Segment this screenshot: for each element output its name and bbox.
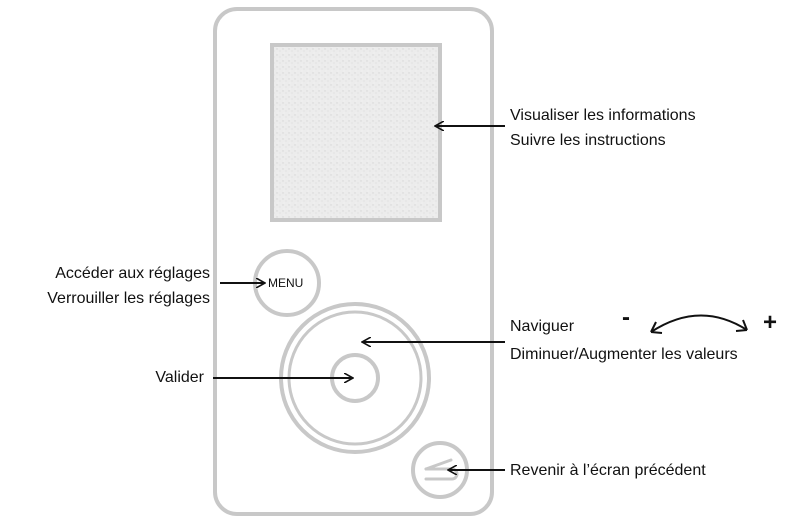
wheel-label-line1: Naviguer bbox=[510, 318, 575, 335]
wheel-label-line2: Diminuer/Augmenter les valeurs bbox=[510, 346, 738, 363]
plus-sign: + bbox=[763, 309, 778, 336]
validate-label: Valider bbox=[155, 369, 204, 386]
device-screen bbox=[270, 43, 442, 222]
screen-label-line1: Visualiser les informations bbox=[510, 107, 696, 124]
screen-label-line2: Suivre les instructions bbox=[510, 132, 666, 149]
menu-label-line1: Accéder aux réglages bbox=[55, 265, 210, 282]
menu-button-label: MENU bbox=[268, 276, 304, 290]
back-label: Revenir à l’écran précédent bbox=[510, 462, 706, 479]
adjust-curve-arrow-icon bbox=[650, 314, 748, 334]
menu-label-line2: Verrouiller les réglages bbox=[47, 290, 210, 307]
minus-sign: - bbox=[622, 304, 630, 331]
